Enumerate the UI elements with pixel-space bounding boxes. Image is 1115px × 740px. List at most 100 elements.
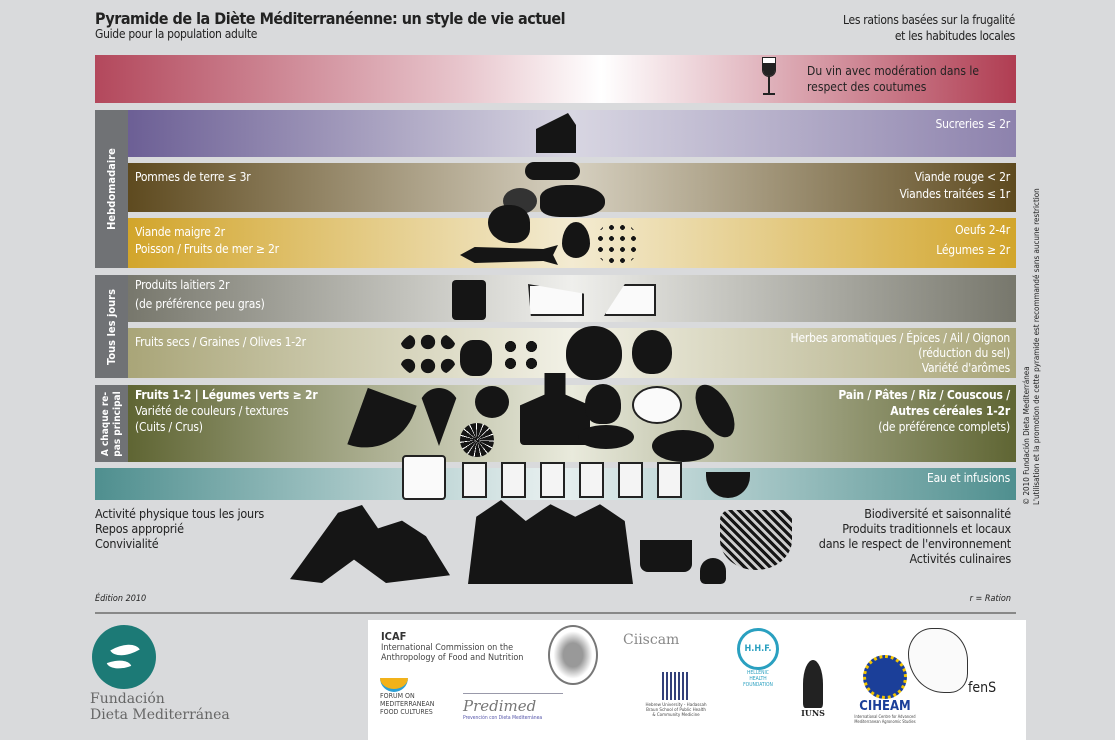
univpm-seal — [548, 625, 598, 685]
water-glasses — [462, 462, 682, 502]
group-label: pas principal — [111, 390, 123, 457]
tagline: Les rations basées sur la frugalité et le… — [843, 12, 1015, 44]
steak-icon — [540, 185, 605, 217]
logo-text: FORUM ON — [380, 692, 415, 700]
logo-text: CIHEAM — [859, 699, 911, 714]
nuts-text: Fruits secs / Graines / Olives 1-2r — [135, 335, 306, 349]
herbs-text: Herbes aromatiques / Épices / Ail / Oign… — [790, 331, 1011, 345]
glass-icon — [462, 462, 487, 498]
group-label: Tous les jours — [104, 288, 118, 365]
glass-icon — [579, 462, 604, 498]
lifestyle-item: Biodiversité et saisonnalité — [864, 506, 1011, 521]
fruit-text: Variété de couleurs / textures — [135, 404, 289, 418]
potatoes-text: Pommes de terre ≤ 3r — [135, 170, 251, 184]
sausage-icon — [525, 162, 580, 180]
vegetable-basket-icon — [720, 510, 792, 570]
bread-icon — [652, 430, 714, 462]
onion-icon — [566, 326, 622, 380]
cereals-text: Autres céréales 1-2r — [890, 404, 1010, 418]
glass-icon — [618, 462, 643, 498]
glass-icon — [501, 462, 526, 498]
logo-text: IUNS — [801, 708, 825, 718]
tagline-line: Les rations basées sur la frugalité — [842, 13, 1015, 27]
icaf-logo: ICAF International Commission on the Ant… — [381, 630, 551, 663]
fish-text: Poisson / Fruits de mer ≥ 2r — [135, 242, 279, 256]
spinach-icon — [578, 425, 634, 449]
lifestyle-item: Activité physique tous les jours — [95, 506, 265, 521]
lifestyle-item: Produits traditionnels et locaux — [842, 521, 1011, 536]
logo-text: International Commission on the — [381, 643, 514, 653]
lifestyle-item: Convivialité — [95, 536, 159, 551]
logo-text: Ciiscam — [623, 632, 680, 648]
water-text: Eau et infusions — [927, 471, 1010, 485]
wine-glass-icon — [762, 57, 776, 98]
logo-text: fenS — [968, 680, 997, 696]
glass-icon — [657, 462, 682, 498]
wheat-logo-icon — [803, 660, 823, 708]
legumes-text: Légumes ≥ 2r — [936, 243, 1010, 257]
logo-text: Anthropology of Food and Nutrition — [381, 653, 524, 663]
partner-logos: ICAF International Commission on the Ant… — [368, 620, 1026, 740]
logo-text: Predimed — [463, 697, 537, 715]
yogurt-icon — [452, 280, 486, 320]
exercise-people-icon — [290, 505, 450, 583]
logo-text: & Community Medicine — [652, 713, 700, 718]
beans-icon — [595, 222, 639, 266]
processed-meat-text: Viandes traitées ≤ 1r — [899, 187, 1010, 201]
eggs-text: Oeufs 2-4r — [955, 223, 1010, 237]
group-every-meal: A chaque re-pas principal — [95, 385, 128, 462]
nuts-icon — [398, 330, 458, 378]
fruit-text: Fruits 1-2 | Légumes verts ≥ 2r — [135, 388, 318, 402]
fish-icon — [460, 245, 558, 265]
olives-icon — [500, 338, 542, 372]
herbs-text: Variété d'arômes — [921, 361, 1010, 375]
cooking-pot-icon — [640, 540, 692, 572]
apple-icon — [475, 386, 509, 418]
copyright-line: © 2010 Fundación Dieta Mediterránea — [1022, 366, 1031, 505]
cereals-text: (de préférence complets) — [878, 420, 1010, 434]
herbs-text: (réduction du sel) — [918, 346, 1010, 360]
garlic-icon — [632, 330, 672, 374]
logo-text: Braun School of Public Health — [646, 708, 706, 713]
predimed-logo: Predimed Prevención con Dieta Mediterrán… — [463, 693, 563, 721]
logo-text: Hebrew University - Hadassah — [645, 703, 707, 708]
foundation-name: Fundación — [90, 691, 165, 707]
artichoke-icon — [585, 384, 621, 424]
forum-wave-icon — [380, 678, 408, 692]
family-meal-icon — [468, 500, 633, 584]
ciheam-logo: CIHEAM International Centre for Advanced… — [850, 655, 920, 724]
lettuce-icon — [632, 386, 682, 424]
ciiscam-logo: Ciiscam — [623, 632, 713, 648]
copyright-line: L'utilisation et la promotion de cette p… — [1032, 188, 1041, 505]
dairy-text: Produits laitiers 2r — [135, 278, 230, 292]
lifestyle-item: Repos approprié — [95, 521, 184, 536]
group-label: A chaque re- — [99, 391, 111, 456]
foundation-leaf-icon — [92, 625, 156, 689]
sweets-text: Sucreries ≤ 2r — [935, 117, 1010, 131]
orange-icon — [460, 423, 494, 457]
building-icon — [662, 672, 690, 700]
mushroom-icon — [700, 558, 726, 584]
group-label: Hebdomadaire — [104, 148, 118, 230]
logo-text: MEDITERRANEAN — [380, 700, 435, 708]
logo-text: H.H.F. — [737, 628, 779, 670]
logo-text: FOUNDATION — [743, 682, 773, 688]
edition-label: Édition 2010 — [95, 594, 147, 604]
fruit-text: (Cuits / Crus) — [135, 420, 203, 434]
page-subtitle: Guide pour la population adulte — [95, 27, 258, 41]
divider — [95, 612, 1016, 614]
red-meat-text: Viande rouge < 2r — [914, 170, 1011, 184]
water-jug-icon — [402, 455, 446, 500]
wine-text: Du vin avec modération dans le — [807, 64, 980, 78]
logo-text: International Centre for Advanced Medite… — [854, 714, 916, 724]
logo-text: HELLENIC — [747, 670, 769, 676]
lifestyle-item: dans le respect de l'environnement — [818, 536, 1011, 551]
hadassah-logo: Hebrew University - Hadassah Braun Schoo… — [641, 672, 711, 718]
foundation-name: Dieta Mediterránea — [90, 707, 230, 723]
glass-icon — [540, 462, 565, 498]
parsley-icon — [460, 340, 492, 376]
group-weekly: Hebdomadaire — [95, 110, 128, 268]
lifestyle-left: Activité physique tous les jours Repos a… — [95, 506, 264, 551]
tagline-line: et les habitudes locales — [894, 29, 1015, 43]
